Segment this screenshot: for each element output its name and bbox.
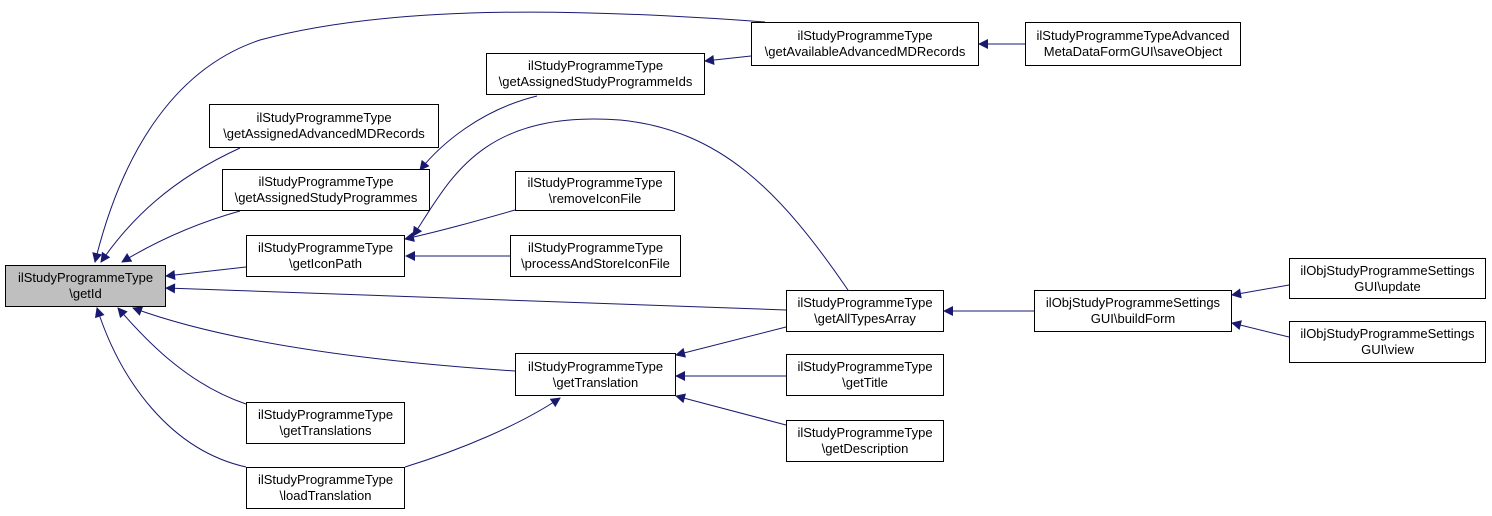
edge-getAssignedStudyProgrammes-to-getId — [121, 210, 241, 263]
node-saveObject-method: MetaDataFormGUI\saveObject — [1043, 44, 1223, 59]
node-processAndStoreIconFile-method: \processAndStoreIconFile — [521, 256, 670, 271]
node-getAvailableAdvancedMDRecords-method: \getAvailableAdvancedMDRecords — [764, 44, 966, 59]
node-getAssignedAdvancedMDRecords[interactable]: ilStudyProgrammeType \getAssignedAdvance… — [209, 104, 439, 148]
node-getTitle[interactable]: ilStudyProgrammeType \getTitle — [786, 354, 944, 396]
node-processAndStoreIconFile-class: ilStudyProgrammeType — [527, 240, 664, 255]
edge-update-to-buildForm — [1231, 284, 1290, 299]
edge-getAssignedStudyProgrammes-to-getAssignedStudyProgrammeIds — [419, 95, 538, 171]
node-saveObject[interactable]: ilStudyProgrammeTypeAdvanced MetaDataFor… — [1025, 22, 1241, 66]
edge-getAssignedStudyProgrammeIds-to-getAvailableAdvancedMDRecords — [704, 55, 752, 65]
node-buildForm-class: ilObjStudyProgrammeSettings — [1045, 295, 1221, 310]
node-getId: ilStudyProgrammeType \getId — [5, 265, 166, 307]
edge-loadTranslation-to-getId — [94, 307, 247, 468]
node-getAvailableAdvancedMDRecords-class: ilStudyProgrammeType — [797, 28, 933, 43]
node-removeIconFile[interactable]: ilStudyProgrammeType \removeIconFile — [515, 171, 675, 211]
edge-loadTranslation-to-getTranslation — [404, 397, 561, 468]
node-getAllTypesArray-method: \getAllTypesArray — [814, 311, 916, 326]
node-getAssignedStudyProgrammes-method: \getAssignedStudyProgrammes — [234, 190, 418, 205]
node-update-class: ilObjStudyProgrammeSettings — [1300, 262, 1475, 278]
edge-getAllTypesArray-to-getTranslation — [675, 326, 787, 358]
node-buildForm-method: GUI\buildForm — [1090, 311, 1176, 326]
edge-getAssignedAdvancedMDRecords-to-getId — [100, 147, 241, 263]
node-getTitle-method: \getTitle — [842, 375, 888, 390]
node-getAssignedStudyProgrammes-class: ilStudyProgrammeType — [258, 174, 394, 189]
edge-getIconPath-to-getId — [165, 266, 247, 280]
node-getDescription[interactable]: ilStudyProgrammeType \getDescription — [786, 420, 944, 462]
node-getTranslations-method: \getTranslations — [279, 423, 372, 438]
node-buildForm[interactable]: ilObjStudyProgrammeSettings GUI\buildFor… — [1034, 290, 1232, 332]
node-getAvailableAdvancedMDRecords[interactable]: ilStudyProgrammeType \getAvailableAdvanc… — [751, 22, 979, 66]
node-getTranslation-class: ilStudyProgrammeType — [527, 358, 664, 374]
node-getTranslation[interactable]: ilStudyProgrammeType \getTranslation — [515, 353, 676, 396]
node-getTranslation-method: \getTranslation — [552, 374, 639, 390]
node-processAndStoreIconFile[interactable]: ilStudyProgrammeType \processAndStoreIco… — [510, 235, 681, 277]
node-getAllTypesArray-class: ilStudyProgrammeType — [797, 295, 933, 310]
node-getAssignedStudyProgrammes[interactable]: ilStudyProgrammeType \getAssignedStudyPr… — [222, 169, 430, 211]
edge-getAllTypesArray-to-getId — [165, 283, 787, 311]
node-removeIconFile-method: \removeIconFile — [548, 191, 642, 206]
node-update-method: GUI\update — [1354, 278, 1421, 294]
node-getAllTypesArray[interactable]: ilStudyProgrammeType \getAllTypesArray — [786, 290, 944, 332]
edge-view-to-buildForm — [1231, 320, 1290, 338]
node-view[interactable]: ilObjStudyProgrammeSettings GUI\view — [1289, 321, 1486, 363]
node-getTranslations-class: ilStudyProgrammeType — [257, 407, 394, 422]
edge-getAllTypesArray-to-getIconPath — [412, 118, 851, 294]
node-removeIconFile-class: ilStudyProgrammeType — [527, 175, 663, 190]
node-getIconPath[interactable]: ilStudyProgrammeType \getIconPath — [246, 235, 405, 277]
edge-getAvailableAdvancedMDRecords-to-getId — [92, 11, 766, 263]
node-getTitle-class: ilStudyProgrammeType — [797, 359, 933, 374]
node-view-class: ilObjStudyProgrammeSettings — [1300, 326, 1475, 341]
node-getId-method: \getId — [69, 286, 102, 301]
edge-getDescription-to-getTranslation — [675, 393, 787, 426]
node-getAssignedStudyProgrammeIds[interactable]: ilStudyProgrammeType \getAssignedStudyPr… — [486, 53, 705, 95]
node-getAssignedStudyProgrammeIds-class: ilStudyProgrammeType — [527, 58, 664, 73]
edge-getTranslation-to-getId — [132, 306, 516, 372]
node-view-method: GUI\view — [1361, 342, 1414, 357]
node-getAssignedAdvancedMDRecords-class: ilStudyProgrammeType — [256, 110, 392, 125]
node-loadTranslation-class: ilStudyProgrammeType — [257, 472, 394, 487]
node-getIconPath-class: ilStudyProgrammeType — [257, 240, 394, 255]
node-update[interactable]: ilObjStudyProgrammeSettings GUI\update — [1289, 258, 1486, 299]
node-saveObject-class: ilStudyProgrammeTypeAdvanced — [1036, 28, 1230, 43]
node-loadTranslation[interactable]: ilStudyProgrammeType \loadTranslation — [246, 467, 405, 509]
node-loadTranslation-method: \loadTranslation — [279, 488, 372, 503]
node-getDescription-class: ilStudyProgrammeType — [797, 425, 933, 440]
node-getIconPath-method: \getIconPath — [289, 256, 362, 271]
node-getAssignedAdvancedMDRecords-method: \getAssignedAdvancedMDRecords — [223, 126, 425, 141]
node-getAssignedStudyProgrammeIds-method: \getAssignedStudyProgrammeIds — [498, 74, 693, 89]
edge-removeIconFile-to-getIconPath — [404, 209, 516, 242]
node-getTranslations[interactable]: ilStudyProgrammeType \getTranslations — [246, 402, 405, 444]
edge-getTranslations-to-getId — [117, 307, 247, 405]
node-getId-class: ilStudyProgrammeType — [17, 270, 154, 285]
node-getDescription-method: \getDescription — [821, 441, 909, 456]
